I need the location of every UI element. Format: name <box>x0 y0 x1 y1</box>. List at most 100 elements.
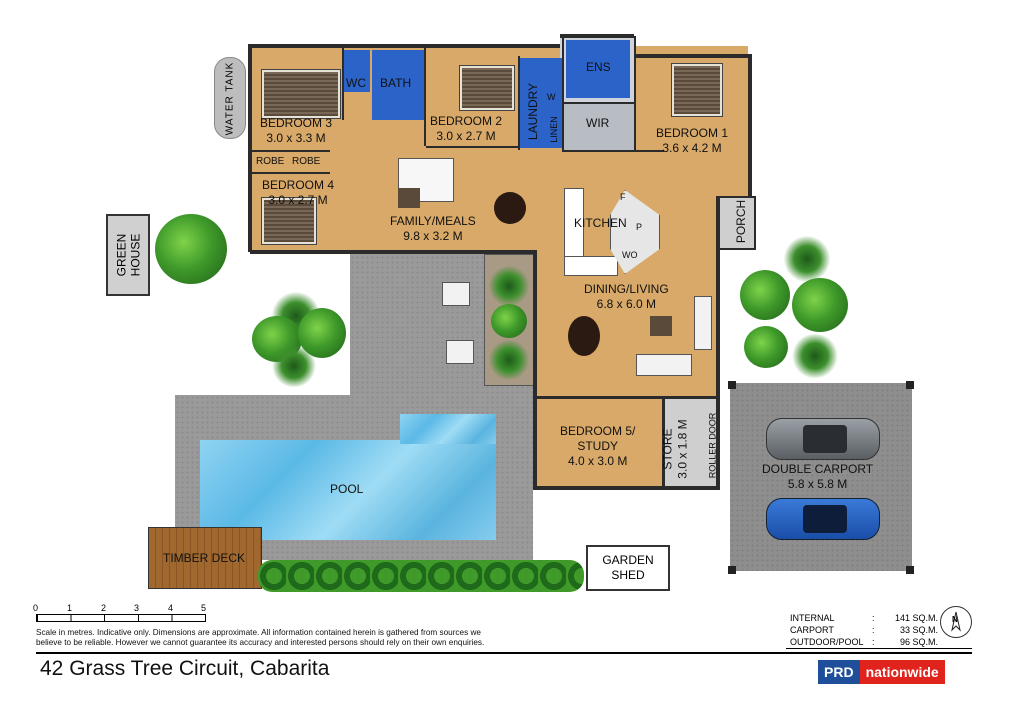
area-summary-rule <box>786 648 972 649</box>
ensuite-tiles <box>566 40 630 98</box>
wall <box>535 396 720 399</box>
garden-shed-label-2: SHED <box>611 568 645 582</box>
wall <box>562 36 564 152</box>
laundry-tiles <box>520 58 562 148</box>
floor-store <box>664 398 718 488</box>
area-sep: : <box>872 637 875 647</box>
scale-tick-label: 1 <box>67 603 73 613</box>
disclaimer-line-2: believe to be reliable. However we canno… <box>36 638 485 647</box>
property-address: 42 Grass Tree Circuit, Cabarita <box>40 657 330 680</box>
linen-name: LINEN <box>548 116 559 143</box>
area-row-carport: CARPORT : 33 SQ.M. <box>790 624 938 636</box>
robe-left-label: ROBE <box>256 156 285 167</box>
bed-bedroom2 <box>460 66 514 110</box>
bedroom3-name: BEDROOM 3 <box>260 116 333 130</box>
wall <box>748 54 752 196</box>
wc-tiles <box>344 50 370 92</box>
water-tank: WATER TANK <box>214 57 246 139</box>
compass-icon: N <box>940 606 972 638</box>
coffee-table <box>398 188 420 208</box>
carport-post-tl <box>728 381 736 389</box>
roller-door-name: ROLLER DOOR <box>707 412 718 479</box>
brand-left: PRD <box>818 660 860 684</box>
floor-porch <box>720 198 756 250</box>
bedroom2-label: BEDROOM 2 3.0 x 2.7 M <box>430 114 502 144</box>
living-chair <box>694 296 712 350</box>
plant-palm <box>272 345 316 387</box>
scale-tick-label: 4 <box>168 603 174 613</box>
brand-right: nationwide <box>859 660 945 684</box>
wall <box>634 36 636 150</box>
lounge-chair <box>446 340 474 364</box>
dining-label: DINING/LIVING 6.8 x 6.0 M <box>584 282 669 312</box>
pantry-label: P <box>636 222 643 232</box>
north-arrow-icon <box>951 611 961 632</box>
bedroom2-name: BEDROOM 2 <box>430 114 503 128</box>
wall <box>250 250 536 254</box>
bedroom5-size: 4.0 x 3.0 M <box>567 454 628 468</box>
area-value: 141 SQ.M. <box>894 613 938 623</box>
family-label: FAMILY/MEALS 9.8 x 3.2 M <box>390 214 476 244</box>
bedroom2-size: 3.0 x 2.7 M <box>436 129 496 143</box>
area-label: CARPORT <box>790 625 834 635</box>
area-value: 33 SQ.M. <box>899 625 938 635</box>
area-sep: : <box>872 625 875 635</box>
plant-shrub <box>155 214 227 284</box>
water-tank-label: WATER TANK <box>224 61 236 135</box>
kitchen-label: KITCHEN <box>574 216 627 230</box>
area-sep: : <box>872 613 875 623</box>
wall <box>252 172 330 174</box>
porch-name: PORCH <box>734 199 749 244</box>
area-value: 96 SQ.M. <box>899 637 938 647</box>
carport-post-br <box>906 566 914 574</box>
fridge-label: F <box>620 192 626 202</box>
lounge-chair <box>442 282 470 306</box>
wall-oven-label: WO <box>622 250 638 260</box>
pool-label: POOL <box>330 482 364 496</box>
timber-deck <box>148 527 262 589</box>
wall <box>426 146 520 148</box>
wall <box>518 56 520 150</box>
bedroom1-size: 3.6 x 4.2 M <box>662 141 722 155</box>
timber-deck-label: TIMBER DECK <box>163 551 246 565</box>
bedroom4-label: BEDROOM 4 3.0 x 2.7 M <box>262 178 334 208</box>
garden-hedge <box>258 560 584 592</box>
bedroom5-name-2: STUDY <box>577 439 619 453</box>
bed-bedroom1 <box>672 64 722 116</box>
wir-label: WIR <box>586 116 610 130</box>
family-name: FAMILY/MEALS <box>390 214 476 228</box>
prd-nationwide-logo: PRD nationwide <box>818 660 945 684</box>
plant-shrub <box>744 326 788 368</box>
scale-tick-label: 5 <box>201 603 207 613</box>
wc-label: WC <box>346 76 366 90</box>
wall <box>248 44 252 252</box>
meals-table <box>494 192 526 224</box>
garden-shed-label: GARDEN <box>602 553 654 567</box>
laundry-label: LAUNDRY <box>526 83 541 140</box>
dining-name: DINING/LIVING <box>584 282 669 296</box>
car-blue <box>766 498 880 540</box>
wall <box>533 486 720 490</box>
bedroom1-name: BEDROOM 1 <box>656 126 729 140</box>
bedroom4-name: BEDROOM 4 <box>262 178 335 192</box>
bed-bedroom3 <box>262 70 340 118</box>
scale-tick-label: 3 <box>134 603 140 613</box>
green-house: GREEN HOUSE <box>106 214 150 296</box>
wall <box>720 196 756 198</box>
ensuite-label: ENS <box>586 60 611 74</box>
plant-shrub <box>491 304 527 338</box>
scale-tick-label: 0 <box>33 603 39 613</box>
bedroom3-size: 3.0 x 3.3 M <box>266 131 326 145</box>
scale-tick-label: 2 <box>101 603 107 613</box>
store-name: STORE <box>660 428 675 470</box>
wall <box>564 102 634 104</box>
bedroom5-label: BEDROOM 5/ STUDY 4.0 x 3.0 M <box>560 424 635 469</box>
footer-rule <box>36 652 972 654</box>
wall <box>424 46 426 146</box>
area-label: INTERNAL <box>790 613 835 623</box>
wall <box>662 396 665 488</box>
dining-size: 6.8 x 6.0 M <box>596 297 657 311</box>
plant-palm <box>784 236 830 282</box>
plant-palm <box>489 340 529 380</box>
plant-palm <box>792 334 838 378</box>
